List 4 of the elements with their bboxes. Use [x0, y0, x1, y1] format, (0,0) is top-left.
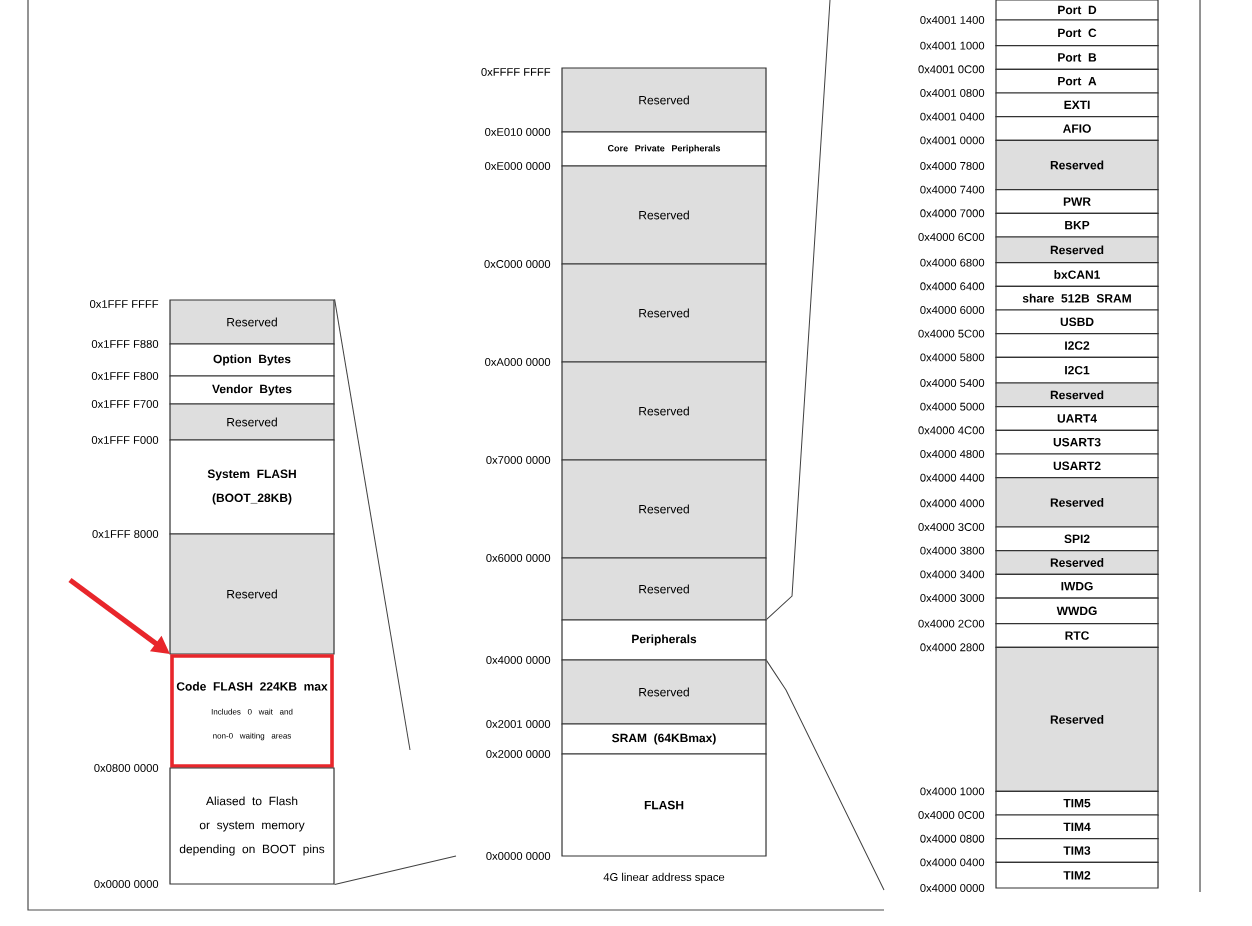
leader-line [766, 0, 831, 620]
leader-line [334, 298, 411, 751]
leader-line [766, 660, 885, 891]
leader-line [334, 855, 457, 886]
